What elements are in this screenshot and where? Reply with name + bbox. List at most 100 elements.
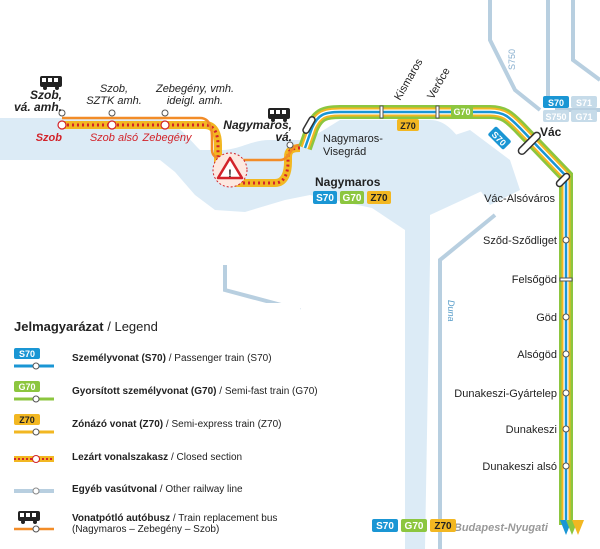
bus-icon	[268, 108, 290, 122]
legend-row-closed: Lezárt vonalszakasz / Closed section	[14, 447, 299, 471]
legend-text-closed: Lezárt vonalszakasz / Closed section	[72, 452, 242, 463]
szob-amh-line2: vá. amh.	[14, 100, 62, 114]
station-label-szod: Sződ-Sződliget	[483, 235, 557, 247]
legend-text-z70: Zónázó vonat (Z70) / Semi-express train …	[72, 419, 282, 430]
station-label-zebegeny: Zebegény	[142, 132, 193, 144]
budapest-badges: S70 G70 Z70	[372, 519, 456, 532]
legend-title-sep: /	[103, 319, 115, 334]
legend-row-z70: Z70 Zónázó vonat (Z70) / Semi-express tr…	[14, 414, 299, 438]
nagymaros-visegrad-line1: Nagymaros-	[323, 133, 383, 145]
nagymaros-badge-s70: S70	[316, 193, 334, 204]
legend-text-bus-bold: Vonatpótló autóbusz	[72, 513, 171, 524]
station-label-vac-alsovaros: Vác-Alsóváros	[484, 193, 555, 205]
line-badge-z70: Z70	[397, 119, 419, 131]
station-label-felsogod: Felsőgöd	[512, 274, 557, 286]
legend-symbol-bus	[14, 511, 54, 533]
legend-badge-z70: Z70	[19, 415, 35, 425]
legend-text-bus-en: / Train replacement bus	[170, 513, 278, 524]
legend-row-bus: Vonatpótló autóbusz / Train replacement …	[14, 511, 299, 545]
main-line	[298, 105, 573, 525]
legend-row-s70: S70 Személyvonat (S70) / Passenger train…	[14, 348, 299, 372]
station-label-dunakeszi-gyartelep: Dunakeszi-Gyártelep	[454, 388, 557, 400]
station-label-dunakeszi-also: Dunakeszi alsó	[482, 461, 557, 473]
station-label-szob-amh: Szob,vá. amh.	[14, 88, 62, 114]
line-badge-g70-text: G70	[453, 107, 470, 117]
legend-badge-g70: G70	[18, 382, 35, 392]
legend-text-s70-en: / Passenger train (S70)	[165, 353, 272, 364]
bus-stops	[58, 109, 294, 149]
legend-text-z70-en: / Semi-express train (Z70)	[163, 419, 282, 430]
s750-road-label: S750	[507, 49, 517, 70]
nagymaros-va-line1: Nagymaros,	[223, 118, 292, 132]
warning-icon: !	[212, 152, 248, 188]
nagymaros-badge-g70: G70	[343, 193, 362, 204]
legend-text-s70: Személyvonat (S70) / Passenger train (S7…	[72, 353, 272, 364]
svg-text:!: !	[228, 168, 232, 180]
legend-text-closed-bold: Lezárt vonalszakasz	[72, 452, 169, 463]
station-label-god: Göd	[536, 312, 557, 324]
szob-amh-line1: Szob,	[30, 88, 62, 102]
danube-river	[0, 118, 520, 549]
line-badge-g70: G70	[451, 105, 473, 117]
legend-text-g70: Gyorsított személyvonat (G70) / Semi-fas…	[72, 386, 318, 397]
station-label-nagymaros-va: Nagymaros,vá.	[223, 118, 292, 144]
main-stops	[379, 105, 573, 470]
legend-text-z70-bold: Zónázó vonat (Z70)	[72, 419, 164, 430]
station-label-nagymaros-visegrad: Nagymaros-Visegrád	[323, 133, 383, 158]
station-label-veroce: Verőce	[425, 66, 453, 102]
station-label-budapest: Budapest-Nyugati	[454, 522, 549, 534]
legend-text-g70-en: / Semi-fast train (G70)	[216, 386, 318, 397]
bus-icon	[40, 76, 62, 90]
legend-row-other: Egyéb vasútvonal / Other railway line	[14, 479, 299, 503]
legend: Jelmagyarázat / Legend S70 Személyvonat …	[0, 303, 318, 549]
nagymaros-badges: S70 G70 Z70	[313, 191, 391, 204]
legend-row-g70: G70 Gyorsított személyvonat (G70) / Semi…	[14, 381, 318, 405]
legend-text-bus: Vonatpótló autóbusz / Train replacement …	[72, 513, 277, 535]
station-label-vac: Vác	[540, 125, 562, 139]
line-badge-z70-text: Z70	[400, 121, 416, 131]
legend-text-bus-route: (Nagymaros – Zebegény – Szob)	[72, 524, 220, 535]
bus-route	[62, 116, 301, 162]
legend-text-other-en: / Other railway line	[157, 484, 243, 495]
zebegeny-amh-line1: Zebegény, vmh.	[155, 83, 234, 95]
station-label-szob: Szob	[36, 132, 63, 144]
legend-text-other-bold: Egyéb vasútvonal	[72, 484, 158, 495]
nagymaros-va-line2: vá.	[275, 130, 292, 144]
szob-sztk-line2: SZTK amh.	[86, 95, 142, 107]
station-label-zebegeny-amh: Zebegény, vmh.ideigl. amh.	[155, 83, 234, 107]
nagymaros-badge-z70: Z70	[370, 193, 388, 204]
legend-title-en: Legend	[114, 319, 158, 334]
legend-symbol-z70: Z70	[14, 414, 54, 436]
budapest-badge-s70: S70	[376, 521, 394, 532]
vac-badge-s71: S71	[576, 98, 592, 108]
legend-symbol-s70: S70	[14, 348, 54, 370]
station-label-nagymaros: Nagymaros	[315, 175, 381, 189]
legend-badge-s70: S70	[19, 349, 35, 359]
legend-text-s70-bold: Személyvonat (S70)	[72, 353, 166, 364]
vac-badge-s70: S70	[548, 98, 564, 108]
terminus-arrows	[560, 520, 584, 535]
zebegeny-amh-line2: ideigl. amh.	[167, 95, 223, 107]
station-label-alsogod: Alsógöd	[517, 349, 557, 361]
vac-badge-s750: S750	[545, 112, 566, 122]
station-label-kismaros: Kismaros	[392, 56, 426, 102]
legend-text-closed-en: / Closed section	[168, 452, 243, 463]
legend-text-g70-bold: Gyorsított személyvonat (G70)	[72, 386, 217, 397]
legend-text-other: Egyéb vasútvonal / Other railway line	[72, 484, 243, 495]
legend-title-hu: Jelmagyarázat	[14, 319, 104, 334]
nagymaros-visegrad-line2: Visegrád	[323, 146, 366, 158]
vac-badge-g71: G71	[575, 112, 592, 122]
budapest-badge-g70: G70	[405, 521, 424, 532]
budapest-badge-z70: Z70	[434, 521, 452, 532]
legend-symbol-closed	[14, 455, 54, 463]
legend-symbol-g70: G70	[14, 381, 54, 403]
closed-stops	[57, 120, 170, 130]
station-label-szob-sztk: Szob,SZTK amh.	[86, 83, 142, 107]
legend-title: Jelmagyarázat / Legend	[14, 319, 158, 334]
river-label: Duna	[446, 300, 456, 322]
station-label-dunakeszi: Dunakeszi	[506, 424, 557, 436]
major-stops	[302, 116, 571, 188]
vac-badges: S70 S71 S750 G71	[543, 96, 597, 122]
legend-symbol-other	[14, 487, 54, 495]
